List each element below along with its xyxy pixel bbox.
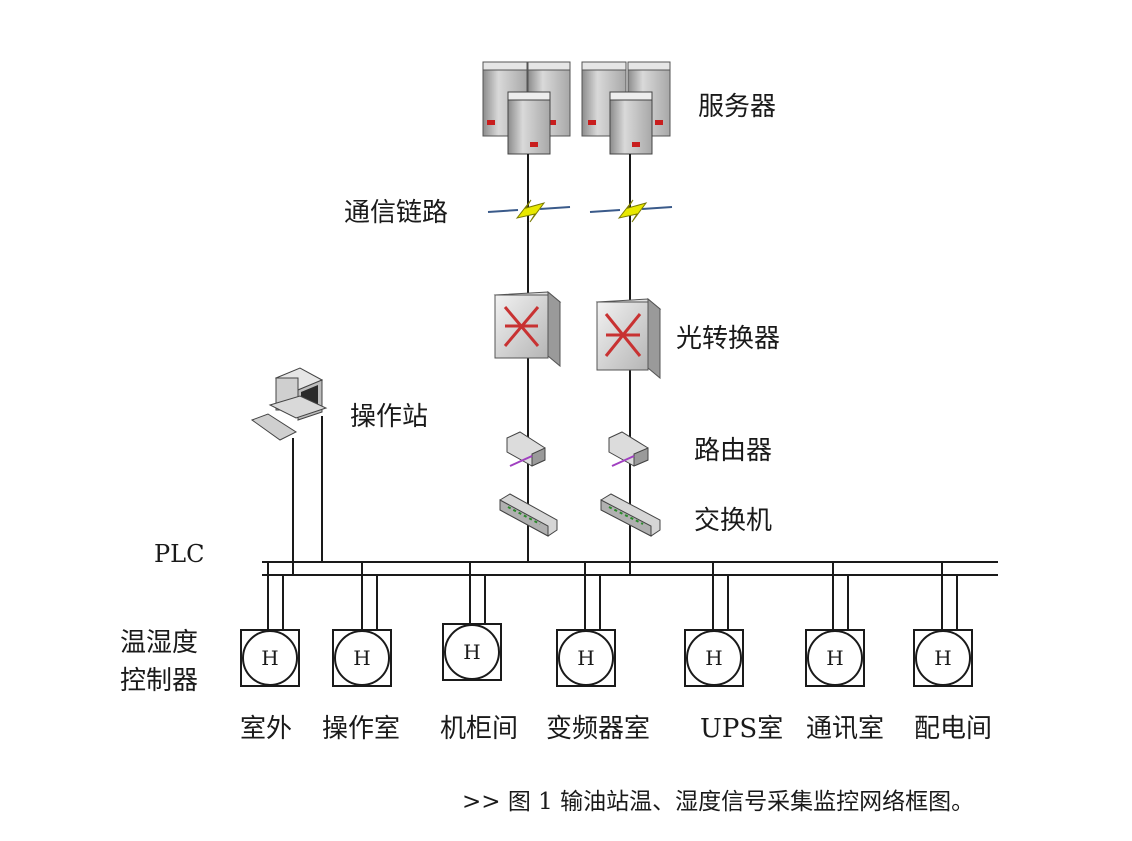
router-right [608, 431, 649, 467]
controller-circle [807, 630, 863, 686]
server-icon [609, 91, 653, 155]
room-label: 操作室 [322, 714, 401, 744]
optical-converter-label: 光转换器 [676, 324, 781, 354]
switch-label: 交换机 [694, 506, 773, 536]
controller-6: H [805, 562, 865, 687]
server-group-right [581, 61, 671, 155]
controller-symbol: H [353, 646, 370, 670]
controller-symbol: H [463, 640, 480, 664]
lightning-icon [515, 199, 546, 223]
comm-link-left [487, 199, 571, 223]
controller-2: H [332, 562, 392, 687]
router-label: 路由器 [694, 436, 773, 466]
optical-converter-right [595, 297, 662, 380]
controller-4: H [556, 562, 616, 687]
server-label: 服务器 [698, 92, 777, 122]
controller-5: H [684, 562, 744, 687]
controller-circle [558, 630, 614, 686]
controller-circle [242, 630, 298, 686]
lightning-icon [617, 199, 648, 223]
controller-label-line1: 温湿度 [120, 628, 199, 658]
figure-caption: >> 图 1 输油站温、湿度信号采集监控网络框图。 [462, 789, 975, 815]
controller-symbol: H [934, 646, 951, 670]
room-label: 配电间 [914, 714, 993, 744]
room-label: 通讯室 [806, 714, 885, 744]
controller-label-line2: 控制器 [120, 666, 199, 696]
controller-symbol: H [826, 646, 843, 670]
optical-converter-left [493, 290, 562, 368]
room-label: 室外 [240, 714, 293, 744]
controller-circle [915, 630, 971, 686]
controller-symbol: H [705, 646, 722, 670]
room-label: 变频器室 [546, 714, 651, 744]
controller-circle [334, 630, 390, 686]
controller-7: H [913, 562, 973, 687]
switch-right [600, 493, 661, 537]
switch-left [499, 493, 558, 537]
controller-circle [444, 624, 500, 680]
room-label: UPS室 [700, 714, 784, 744]
controller-3: H [442, 562, 502, 681]
operator-station-computer [250, 367, 328, 441]
controller-symbol: H [577, 646, 594, 670]
controller-symbol: H [261, 646, 278, 670]
operator-station-label: 操作站 [350, 402, 429, 432]
room-label: 机柜间 [440, 714, 519, 744]
controller-circle [686, 630, 742, 686]
server-icon [507, 91, 551, 155]
comm-link-right [589, 199, 673, 223]
server-group-left [482, 61, 571, 155]
plc-label: PLC [154, 540, 205, 568]
router-left [506, 431, 546, 467]
controller-1: H [240, 562, 300, 687]
comm-link-label: 通信链路 [344, 198, 449, 228]
